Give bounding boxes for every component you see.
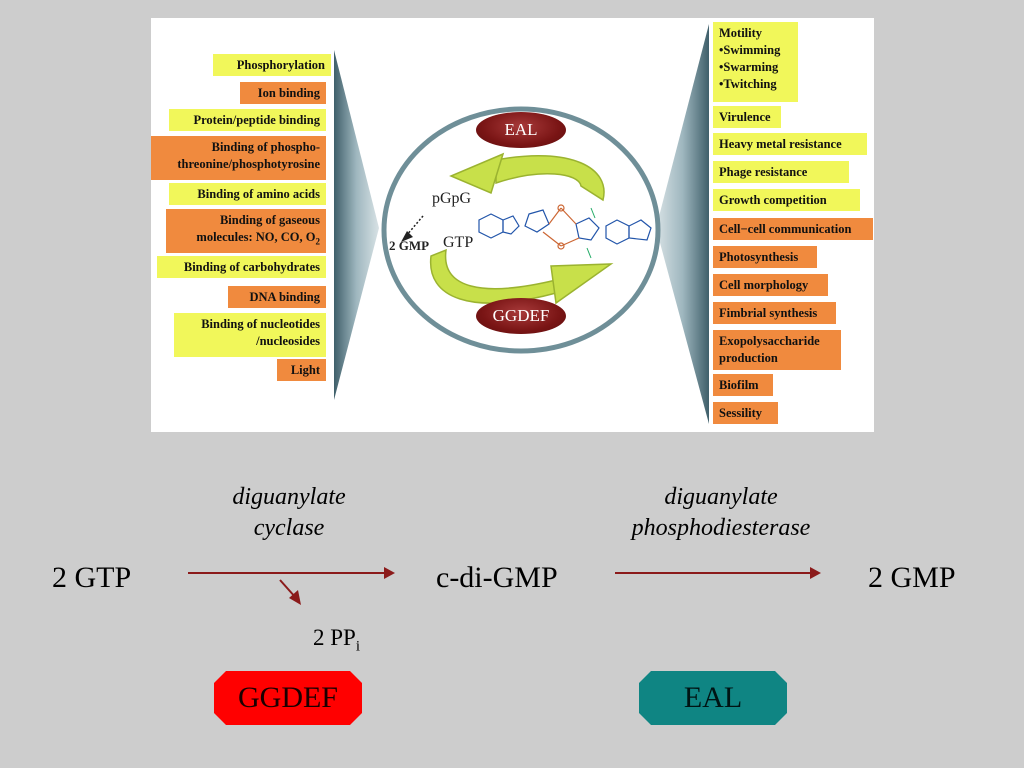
enzyme1-line1: diguanylate xyxy=(232,484,346,510)
gtp-label: GTP xyxy=(443,234,474,251)
byproduct-subscript: i xyxy=(355,638,361,655)
arrow-ppi-head xyxy=(289,590,301,605)
function-label: Phage resistance xyxy=(719,165,808,179)
function-label: Cell−cell communication xyxy=(719,222,852,236)
ggdef-badge: GGDEF xyxy=(214,671,362,725)
function-label-line: •Swarming xyxy=(719,60,779,74)
function-label-line: threonine/phosphotyrosine xyxy=(177,157,320,171)
arrow-ppi xyxy=(279,579,297,599)
left-function-box: Light xyxy=(277,359,326,381)
left-funnel xyxy=(334,24,709,424)
right-function-box: Exopolysaccharide production xyxy=(713,330,841,370)
arrow-pde-head xyxy=(810,567,821,579)
right-function-box: Virulence xyxy=(713,106,781,128)
right-function-box: Cell−cell communication xyxy=(713,218,873,240)
left-function-box: Binding of gaseous molecules: NO, CO, O2 xyxy=(166,209,326,253)
arrow-cyclase-head xyxy=(384,567,395,579)
left-function-box: Protein/peptide binding xyxy=(169,109,326,131)
function-label: Growth competition xyxy=(719,193,827,207)
enzyme2-line1: diguanylate xyxy=(664,484,778,510)
ggdef-oval: GGDEF xyxy=(476,298,566,334)
function-label-line: •Twitching xyxy=(719,77,777,91)
function-label-line: production xyxy=(719,351,778,365)
function-label: Light xyxy=(290,363,320,377)
left-function-box: Binding of carbohydrates xyxy=(157,256,326,278)
function-label-line: •Swimming xyxy=(719,43,781,57)
left-function-box: Binding of phospho-threonine/phosphotyro… xyxy=(151,136,326,180)
enzyme1-line2: cyclase xyxy=(253,515,325,541)
function-label: Photosynthesis xyxy=(719,250,799,264)
left-function-box: DNA binding xyxy=(228,286,326,308)
right-function-box: Phage resistance xyxy=(713,161,849,183)
product-gmp: 2 GMP xyxy=(868,561,956,594)
diguanylate-cyclase-label: diguanylate cyclase xyxy=(189,482,389,544)
function-label: Fimbrial synthesis xyxy=(719,306,818,320)
function-label-line: Exopolysaccharide xyxy=(719,334,820,348)
function-label: Protein/peptide binding xyxy=(193,113,320,127)
right-function-box: Growth competition xyxy=(713,189,860,211)
diguanylate-phosphodiesterase-label: diguanylate phosphodiesterase xyxy=(591,482,851,544)
function-label: Virulence xyxy=(719,110,771,124)
right-function-box: Photosynthesis xyxy=(713,246,817,268)
right-function-box: Fimbrial synthesis xyxy=(713,302,836,324)
function-label-text: molecules: NO, CO, O xyxy=(196,230,316,244)
left-function-box: Binding of amino acids xyxy=(169,183,326,205)
left-function-box: Phosphorylation xyxy=(213,54,331,76)
eal-oval: EAL xyxy=(476,112,566,148)
intermediate-cdigmp: c-di-GMP xyxy=(436,561,558,594)
enzyme2-line2: phosphodiesterase xyxy=(631,515,811,541)
left-function-box: Ion binding xyxy=(240,82,326,104)
function-label-line: molecules: NO, CO, O2 xyxy=(172,229,320,251)
function-label: Biofilm xyxy=(719,378,759,392)
function-label-line: /nucleosides xyxy=(256,334,320,348)
function-label: Heavy metal resistance xyxy=(719,137,842,151)
function-label: Phosphorylation xyxy=(236,58,325,72)
right-function-box: Motility •Swimming •Swarming •Twitching xyxy=(713,22,798,102)
left-function-box: Binding of nucleotides/nucleosides xyxy=(174,313,326,357)
function-label: Ion binding xyxy=(257,86,320,100)
substrate-gtp: 2 GTP xyxy=(52,561,132,594)
function-label: Sessility xyxy=(719,406,763,420)
right-function-box: Heavy metal resistance xyxy=(713,133,867,155)
two-gmp-label: 2 GMP xyxy=(389,238,430,253)
function-label-line: Motility xyxy=(719,26,763,40)
right-function-box: Biofilm xyxy=(713,374,773,396)
function-label-line: Binding of gaseous xyxy=(219,213,320,227)
function-label: DNA binding xyxy=(249,290,320,304)
function-label-subscript: 2 xyxy=(315,236,321,247)
byproduct-ppi: 2 PPi xyxy=(313,625,360,656)
function-label-line: Binding of phospho- xyxy=(211,140,320,154)
right-function-box: Cell morphology xyxy=(713,274,828,296)
right-function-box: Sessility xyxy=(713,402,778,424)
pgpg-label: pGpG xyxy=(432,190,472,207)
function-label-line: Binding of nucleotides xyxy=(201,317,320,331)
byproduct-text: 2 PP xyxy=(313,625,356,650)
function-label: Binding of carbohydrates xyxy=(183,260,320,274)
function-label: Binding of amino acids xyxy=(197,187,320,201)
eal-badge: EAL xyxy=(639,671,787,725)
function-label: Cell morphology xyxy=(719,278,809,292)
